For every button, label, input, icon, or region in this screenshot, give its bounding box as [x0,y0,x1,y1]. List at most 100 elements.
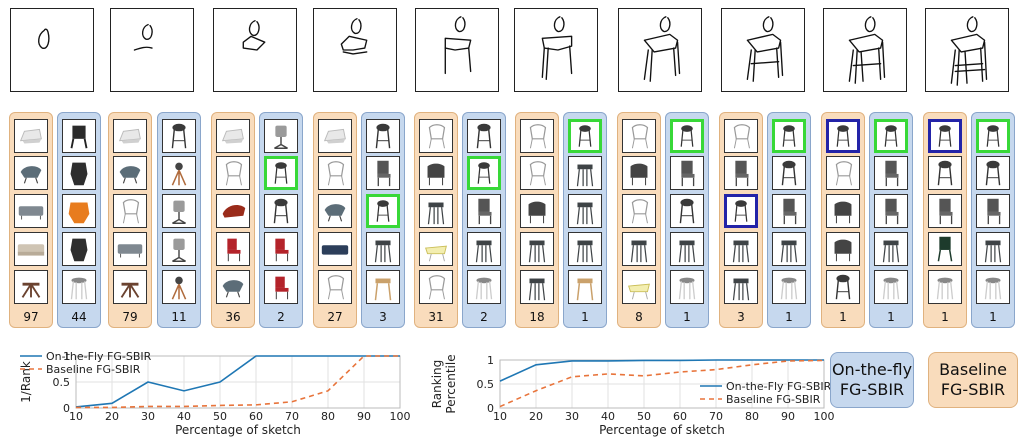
chair-image [681,160,695,187]
chair-thumbnail [419,270,453,304]
rank-label: 27 [327,310,343,324]
chair-image [70,162,88,186]
chair-thumbnail [520,156,554,190]
sketch-step-9 [823,8,907,92]
chair-thumbnail [724,270,758,304]
chair-thumbnail [216,119,250,153]
chair-thumbnail [772,194,806,228]
chair-thumbnail [826,232,860,266]
otf-column-2: 11 [157,112,201,328]
chair-image [884,125,898,147]
chair-thumbnail [826,156,860,190]
rank-label: 97 [23,310,39,324]
chair-thumbnail [670,156,704,190]
chair-image [171,162,187,186]
chair-image [678,240,696,263]
sketch-drawing [950,16,988,86]
legend-otf-line1: On-the-fly [831,360,913,379]
x-tick-label: 60 [249,410,263,423]
legend-label: Baseline FG-SBIR [726,393,821,406]
chair-thumbnail [622,194,656,228]
chair-image [476,123,492,149]
chair-image [733,124,751,149]
chair-image [273,198,289,224]
rank-label: 18 [529,310,545,324]
legend-baseline-line1: Baseline [939,360,1007,379]
baseline-column-3: 36 [211,112,255,328]
chair-image [375,123,391,149]
chair-thumbnail [724,232,758,266]
otf-column-10: 1 [971,112,1015,328]
chair-thumbnail [874,270,908,304]
otf-column-3: 2 [259,112,303,328]
chair-thumbnail [467,156,501,190]
chair-image [679,198,695,224]
chair-thumbnail [318,270,352,304]
chair-image [475,240,493,263]
chair-image [985,160,1001,186]
chair-thumbnail [264,194,298,228]
x-tick-label: 90 [781,410,795,423]
chair-image [576,164,594,187]
x-tick-label: 80 [321,410,335,423]
chair-thumbnail [366,232,400,266]
chair-image [275,238,289,262]
otf-column-4: 3 [361,112,405,328]
chair-image [70,125,88,149]
chair-thumbnail [520,270,554,304]
rank-label: 44 [71,310,87,324]
chair-thumbnail [928,270,962,304]
chair-thumbnail [874,156,908,190]
chair-thumbnail [62,156,96,190]
chair-thumbnail [724,119,758,153]
chair-image [782,125,796,147]
chair-thumbnail [216,232,250,266]
chair-image [172,200,186,224]
sketch-drawing [133,23,153,51]
chair-thumbnail [826,194,860,228]
chair-thumbnail [467,270,501,304]
otf-column-5: 2 [462,112,506,328]
legend-label: On-the-Fly FG-SBIR [46,350,152,363]
chair-thumbnail [670,119,704,153]
chair-image [882,240,900,263]
chair-image [428,124,446,149]
chair-thumbnail [772,119,806,153]
chair-image [576,240,594,263]
sketch-drawing [848,16,886,84]
legend-baseline-box: Baseline FG-SBIR [928,352,1018,408]
chair-image [783,198,797,225]
chair-thumbnail [928,156,962,190]
x-tick-label: 20 [105,410,119,423]
chair-thumbnail [976,119,1010,153]
chair-image [576,278,594,301]
chair-thumbnail [162,194,196,228]
chair-image [427,202,445,225]
legend-label: Baseline FG-SBIR [46,363,141,376]
y-axis-label: RankingPercentile [430,354,458,413]
sketch-step-7 [618,8,702,92]
chair-image [374,240,392,263]
chair-image [937,236,953,262]
chair-thumbnail [113,232,147,266]
chair-thumbnail [62,119,96,153]
series-line-2 [499,359,825,408]
chair-image [120,282,140,298]
sketch-step-2 [110,8,194,92]
chair-image [118,128,141,144]
chair-image [222,205,246,218]
chair-image [222,280,244,298]
chair-thumbnail [976,270,1010,304]
chair-thumbnail [14,232,48,266]
series-line-1 [499,359,824,382]
chair-thumbnail [568,194,602,228]
chair-image [628,283,650,300]
chair-thumbnail [874,194,908,228]
chair-thumbnail [14,156,48,190]
sketch-step-10 [925,8,1009,92]
chair-thumbnail [874,232,908,266]
chair-thumbnail [622,270,656,304]
chair-image [321,245,349,255]
